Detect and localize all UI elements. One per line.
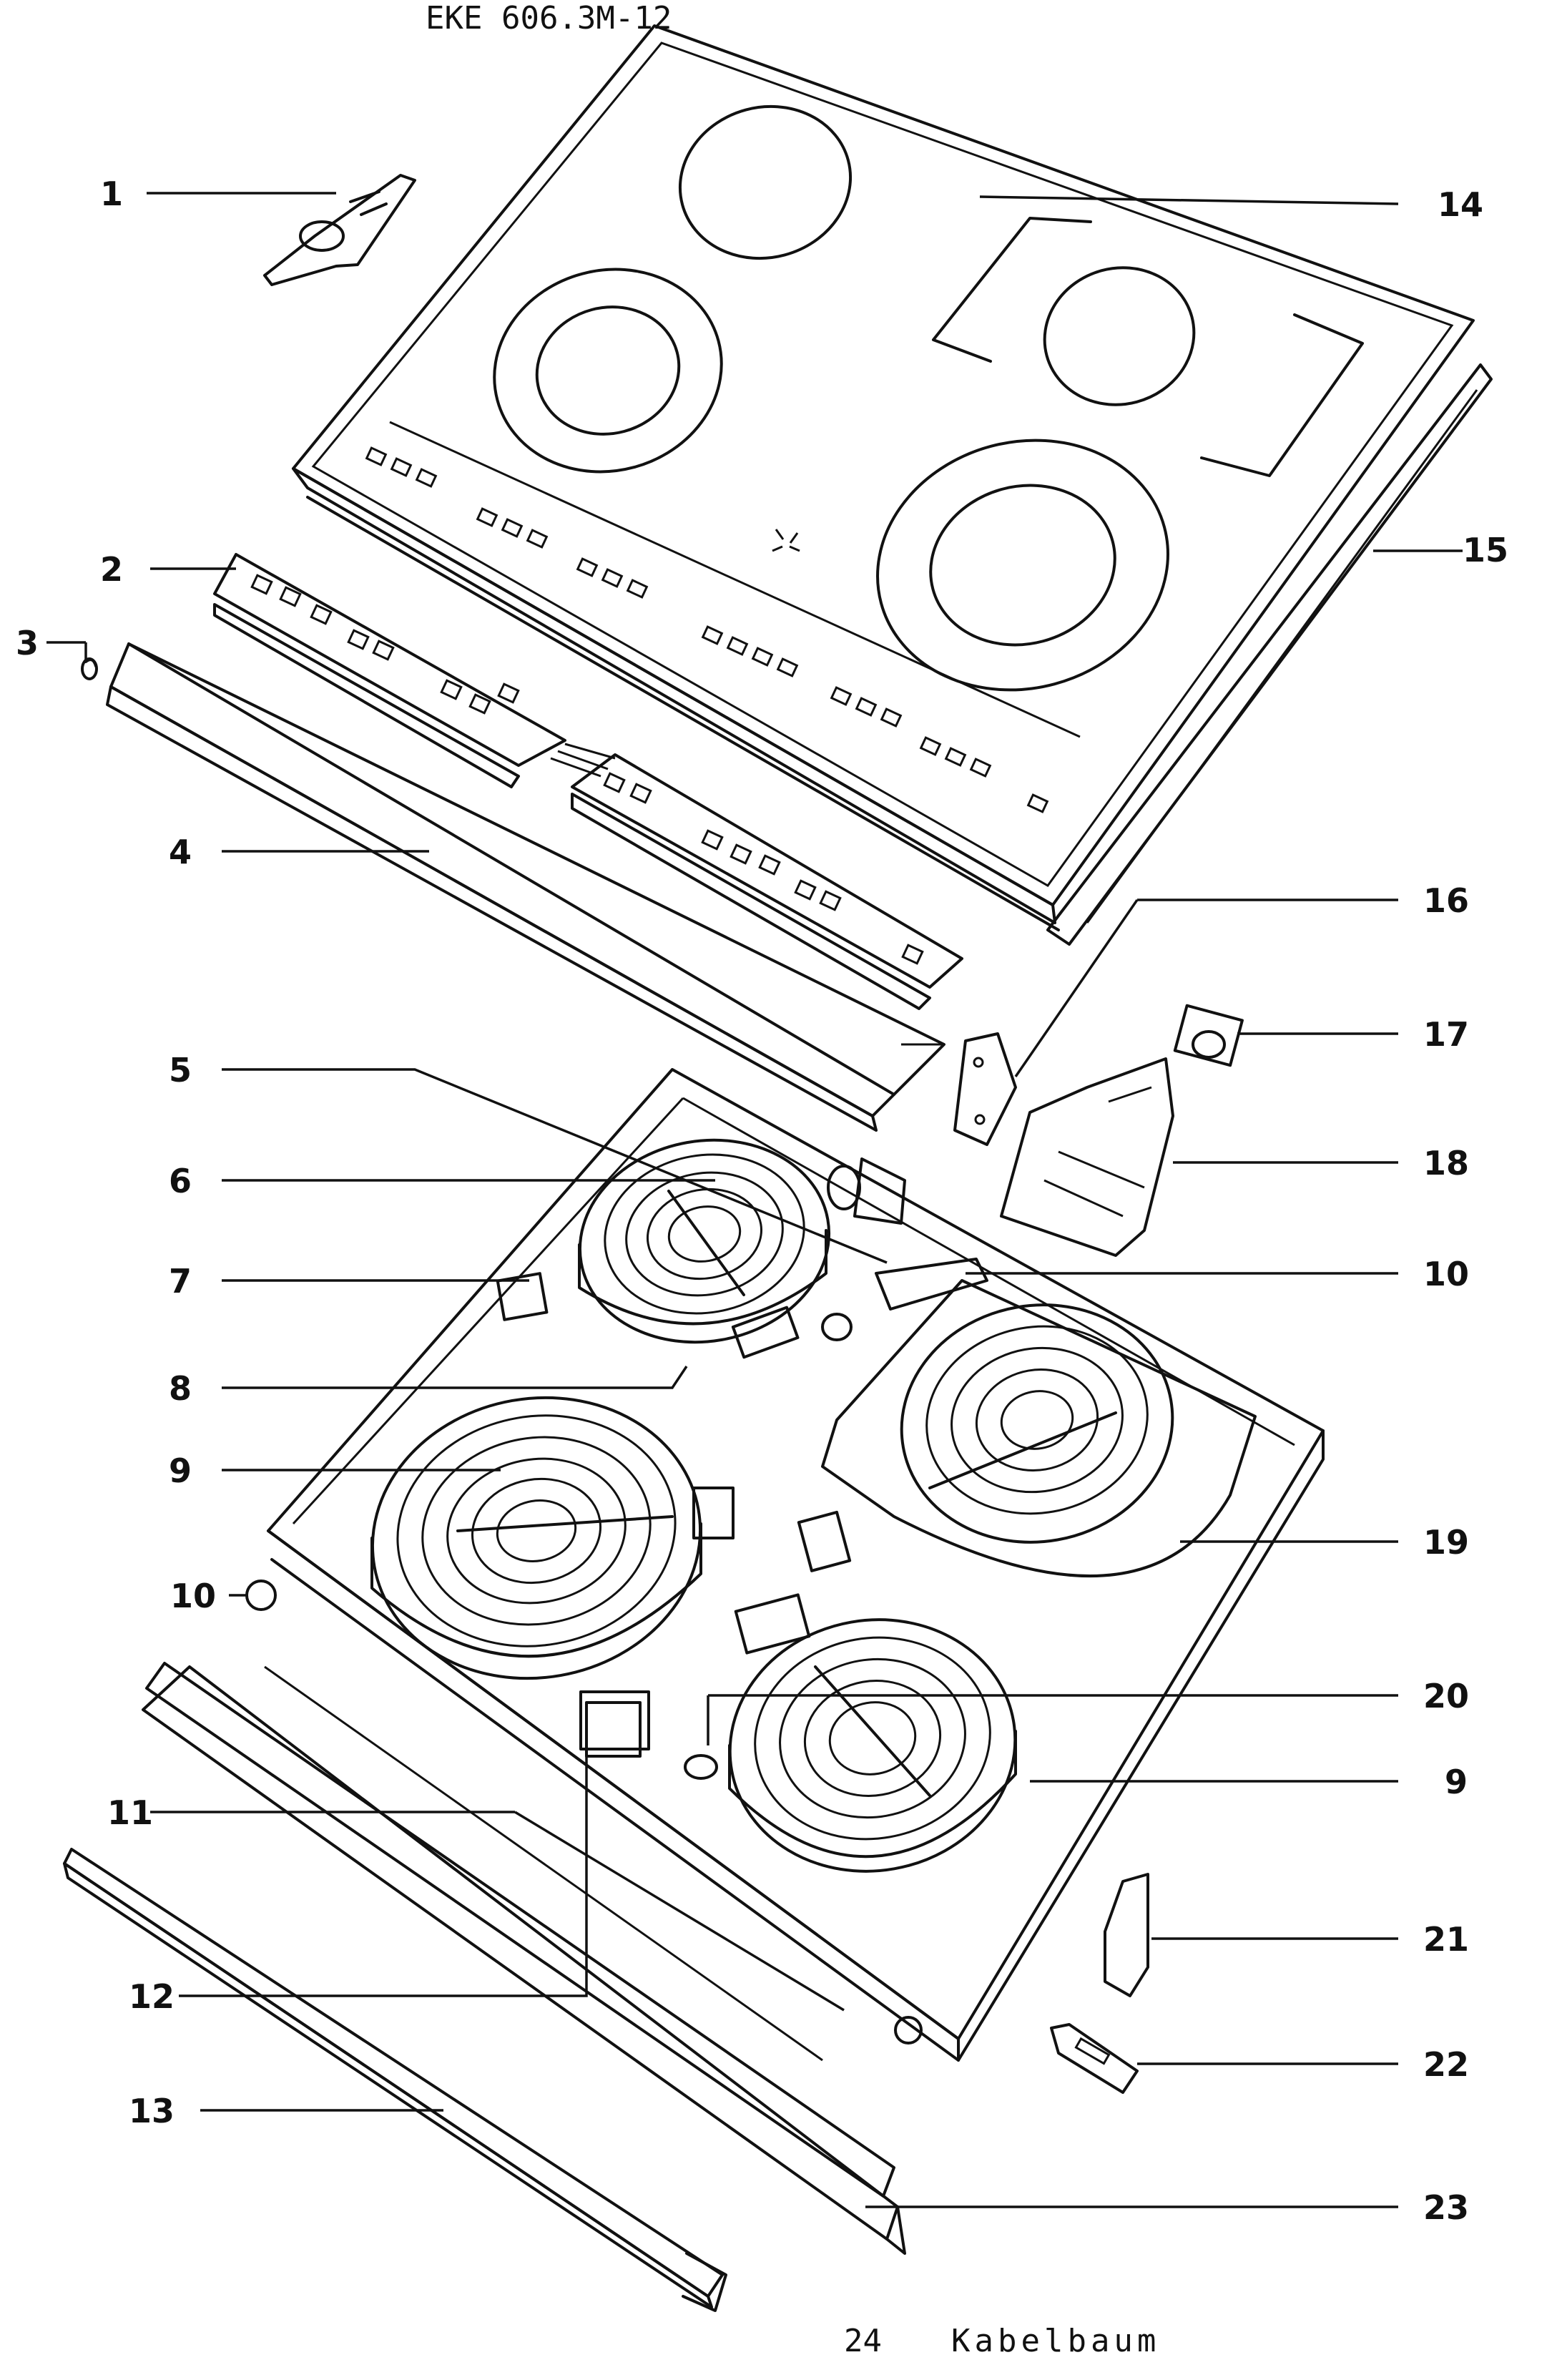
part-19-heating-element-right <box>821 1279 1257 1577</box>
footer-part-number: 24 <box>844 2323 882 2359</box>
callout-21: 21 <box>1423 1920 1469 1959</box>
callout-2: 2 <box>100 550 123 589</box>
footer-part-name: Kabelbaum <box>951 2323 1160 2359</box>
callout-4: 4 <box>169 833 192 871</box>
main-tray <box>267 1068 1325 2062</box>
part-2-control-boards <box>213 553 963 1010</box>
part-15-frame <box>306 363 1493 946</box>
callout-10-upper: 10 <box>1423 1255 1469 1293</box>
callout-16: 16 <box>1423 881 1469 920</box>
callout-1: 1 <box>100 175 123 213</box>
callout-7: 7 <box>169 1262 192 1301</box>
callout-8: 8 <box>169 1369 192 1408</box>
callout-9-lower: 9 <box>1445 1763 1468 1801</box>
part-13-front-rail <box>63 1848 727 2312</box>
part-21-bracket <box>1104 1873 1149 1997</box>
part-12-terminal-block <box>579 1690 650 1750</box>
part-9-large-heating-element-left <box>370 1396 702 1680</box>
diagram-title: EKE 606.3M-12 <box>426 0 672 36</box>
callout-19: 19 <box>1423 1523 1469 1562</box>
part-11-rear-strip <box>142 1665 906 2255</box>
callout-23: 23 <box>1423 2188 1469 2227</box>
callout-18: 18 <box>1423 1144 1469 1182</box>
part-6-small-heating-element <box>578 1138 831 1344</box>
part-22-clip <box>1050 2023 1139 2094</box>
callout-9-left: 9 <box>169 1451 192 1490</box>
callout-3: 3 <box>16 624 39 662</box>
part-16-bracket <box>953 1032 1017 1146</box>
callout-6: 6 <box>169 1162 192 1200</box>
callout-labels: 1 14 2 15 3 4 16 17 5 18 6 7 10 8 9 19 1… <box>16 175 1508 2227</box>
callout-10-lower: 10 <box>170 1577 216 1615</box>
callout-12: 12 <box>129 1977 175 2016</box>
part-17-connector <box>1173 1004 1244 1067</box>
part-9-large-heating-element-lower <box>728 1618 1017 1873</box>
part-1-clip <box>263 174 416 286</box>
leader-lines <box>46 192 1463 2208</box>
part-23-base-rail <box>145 1662 895 2198</box>
callout-20: 20 <box>1423 1677 1469 1715</box>
part-3-spring <box>81 657 98 680</box>
callout-17: 17 <box>1423 1015 1469 1054</box>
callout-11: 11 <box>107 1793 153 1832</box>
part-14-glass-cooktop <box>292 24 1475 924</box>
callout-5: 5 <box>169 1051 192 1089</box>
callout-22: 22 <box>1423 2045 1469 2084</box>
callout-13: 13 <box>129 2092 175 2130</box>
callout-15: 15 <box>1463 531 1508 569</box>
part-4-front-channel <box>106 642 945 1132</box>
tray-components <box>496 1157 988 1780</box>
part-18-shield-plate <box>1000 1057 1174 1257</box>
callout-14: 14 <box>1438 185 1483 224</box>
